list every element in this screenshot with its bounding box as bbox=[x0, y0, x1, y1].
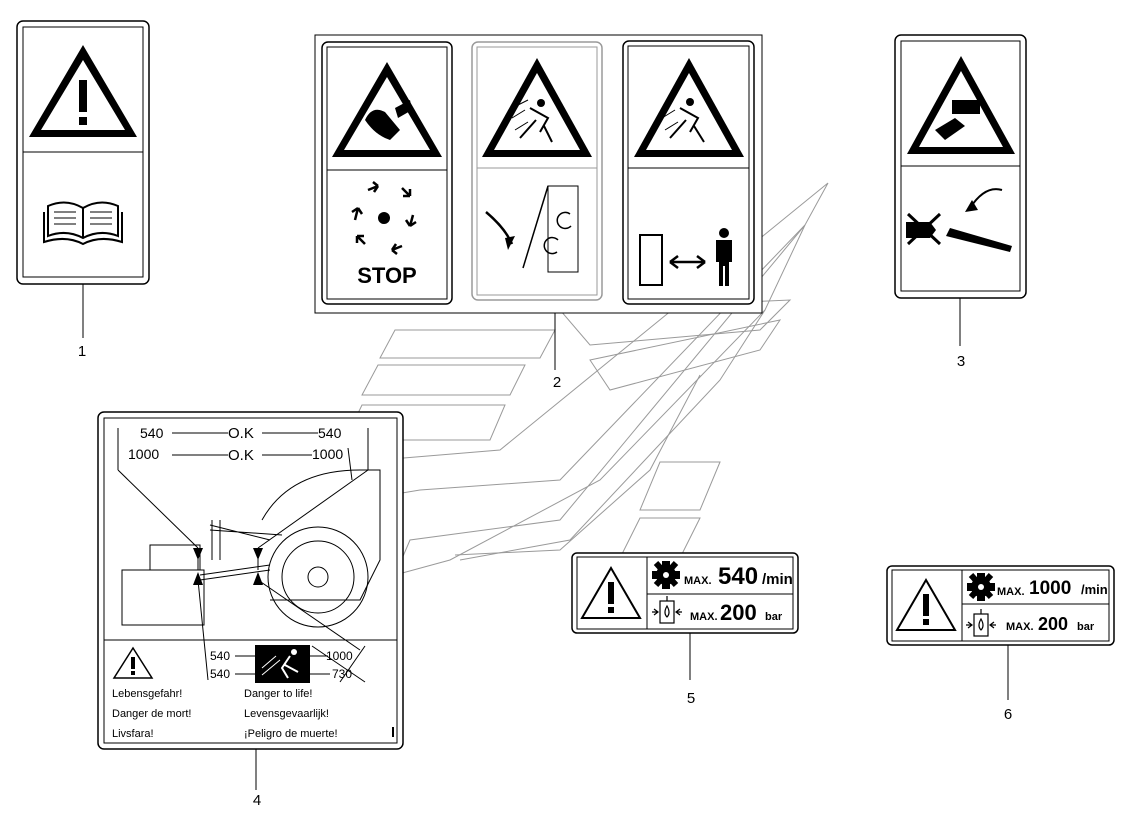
speed-value: 1000 bbox=[1029, 578, 1071, 599]
crush-hand-icon bbox=[907, 56, 1015, 154]
stop-label: STOP bbox=[357, 263, 417, 288]
pressure-value: 200 bbox=[1038, 614, 1068, 634]
decal-3 bbox=[894, 34, 1027, 346]
speed-unit: /min bbox=[1081, 582, 1108, 597]
person-struck-icon bbox=[634, 58, 744, 157]
gear-icon bbox=[652, 560, 680, 589]
hydraulic-cylinder-icon bbox=[966, 609, 996, 637]
decal-2-panel-distance bbox=[622, 40, 755, 305]
hand-entanglement-icon bbox=[332, 62, 442, 157]
pressure-prefix: MAX. bbox=[690, 611, 718, 623]
tractor-drawing bbox=[117, 428, 381, 681]
speed-value: 540 bbox=[718, 563, 758, 590]
hydraulic-cylinder-icon bbox=[652, 596, 682, 624]
speed-prefix: MAX. bbox=[997, 586, 1025, 598]
decal-2-panel-thrown-objects bbox=[471, 41, 603, 301]
decal-2: STOP bbox=[314, 34, 763, 370]
callout-1: 1 bbox=[78, 343, 86, 360]
pressure-unit: bar bbox=[765, 611, 783, 623]
thrown-objects-icon bbox=[482, 58, 592, 157]
decal-6: MAX. 1000 /min MAX. 200 bar bbox=[886, 565, 1115, 700]
rpm-row1-left: 540 bbox=[140, 425, 164, 441]
warning-triangle-icon bbox=[895, 578, 957, 631]
decal-5: MAX. 540 /min MAX. 200 bar bbox=[571, 552, 799, 680]
manual-book-icon bbox=[43, 201, 123, 246]
rpm-row2-ok: O.K bbox=[228, 447, 254, 464]
speed-prefix: MAX. bbox=[684, 575, 712, 587]
callout-3: 3 bbox=[957, 353, 965, 370]
pressure-unit: bar bbox=[1077, 621, 1095, 633]
callout-4: 4 bbox=[253, 792, 261, 809]
warning-triangle-icon bbox=[29, 45, 137, 137]
bottom-rpm-right-1: 1000 bbox=[326, 649, 353, 663]
callout-5: 5 bbox=[687, 690, 695, 707]
speed-unit: /min bbox=[762, 571, 793, 588]
warning-right-1: Danger to life! bbox=[244, 688, 312, 700]
warning-right-3: ¡Peligro de muerte! bbox=[244, 728, 338, 740]
warning-left-3: Livsfara! bbox=[112, 728, 154, 740]
warning-left-2: Danger de mort! bbox=[112, 708, 191, 720]
rotating-parts-icon bbox=[351, 181, 417, 255]
callout-6: 6 bbox=[1004, 706, 1012, 723]
gear-icon bbox=[967, 572, 995, 601]
warning-triangle-icon bbox=[580, 566, 642, 619]
callout-2: 2 bbox=[553, 374, 561, 391]
warning-right-2: Levensgevaarlijk! bbox=[244, 708, 329, 720]
decal-2-panel-rotating: STOP bbox=[321, 41, 453, 305]
rpm-row2-left: 1000 bbox=[128, 446, 159, 462]
rpm-row1-right: 540 bbox=[318, 425, 342, 441]
warning-triangle-icon bbox=[112, 646, 154, 679]
entanglement-pictogram bbox=[255, 645, 310, 683]
bottom-rpm-left-1: 540 bbox=[210, 649, 230, 663]
pressure-value: 200 bbox=[720, 600, 757, 625]
decal-4: 540 O.K 540 1000 O.K 1000 bbox=[97, 411, 404, 790]
rpm-row1-ok: O.K bbox=[228, 425, 254, 442]
crush-warning-icon bbox=[906, 188, 1012, 252]
pressure-prefix: MAX. bbox=[1006, 621, 1034, 633]
bottom-rpm-left-2: 540 bbox=[210, 667, 230, 681]
warning-left-1: Lebensgefahr! bbox=[112, 688, 182, 700]
decal-1 bbox=[16, 20, 150, 338]
rpm-row2-right: 1000 bbox=[312, 446, 343, 462]
keep-distance-icon bbox=[639, 228, 732, 286]
